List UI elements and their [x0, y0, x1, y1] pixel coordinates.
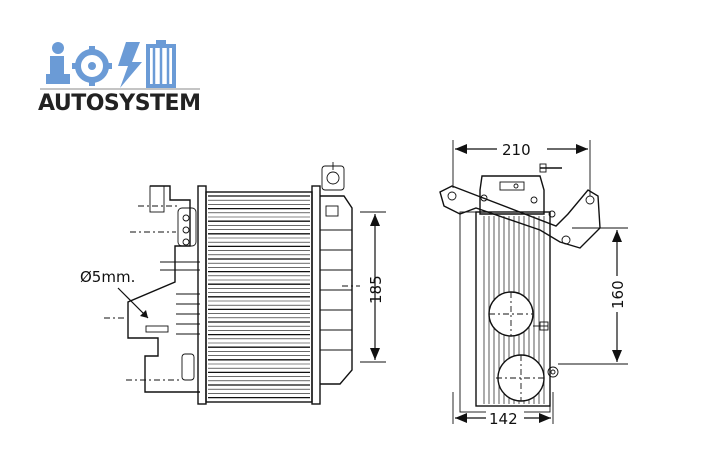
gear-icon	[72, 46, 112, 86]
mechanic-icon	[46, 42, 70, 84]
core-fins	[208, 195, 310, 399]
width-dimension-142: 142	[452, 392, 554, 428]
core-frame	[205, 191, 313, 403]
brand-logo: AUTOSYSTEM	[38, 40, 201, 116]
hole-callout: Ø5mm.	[80, 268, 149, 319]
front-view: 210	[439, 139, 628, 428]
height-label-185: 185	[367, 275, 385, 304]
height-dimension-185: 185	[360, 211, 386, 363]
left-header-plate	[197, 185, 207, 405]
right-header-plate	[311, 185, 321, 405]
height-label-160: 160	[609, 280, 627, 309]
left-end-tank	[104, 185, 200, 393]
logo-icons	[46, 40, 176, 88]
width-label-210: 210	[502, 141, 531, 159]
brand-name: AUTOSYSTEM	[38, 91, 200, 116]
hole-diameter-label: Ø5mm.	[80, 268, 135, 286]
lightning-icon	[118, 42, 142, 88]
top-bolt	[539, 163, 562, 173]
mounting-bracket	[439, 185, 601, 249]
width-dimension-210: 210	[452, 139, 591, 196]
height-dimension-160: 160	[558, 227, 628, 365]
upper-tank	[479, 175, 556, 218]
upper-outlet	[488, 291, 549, 337]
lower-outlet	[496, 354, 559, 402]
side-view: Ø5mm. 185	[80, 162, 386, 405]
right-end-tank	[320, 162, 360, 385]
width-label-142: 142	[489, 410, 518, 428]
radiator-icon	[146, 40, 176, 88]
